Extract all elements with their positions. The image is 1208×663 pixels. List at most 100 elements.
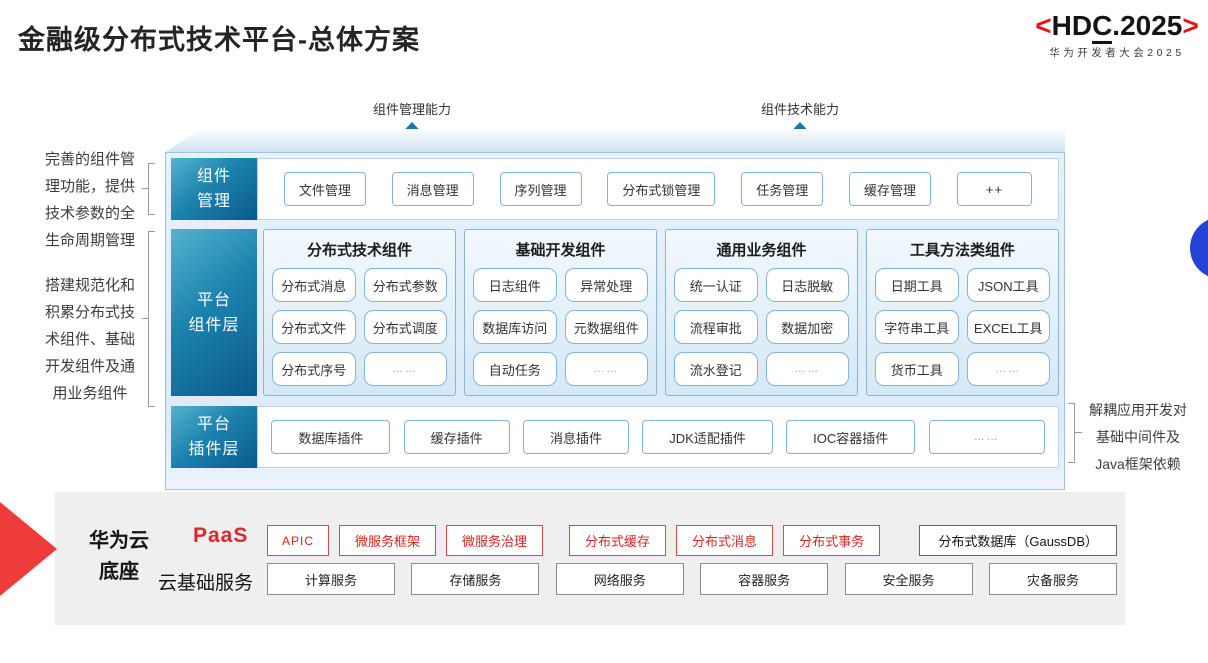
layer-label-line: 平台 <box>196 416 231 433</box>
panel-grid: 日期工具 JSON工具 字符串工具 EXCEL工具 货币工具 …… <box>867 266 1058 395</box>
layer-platform-components: 平台 组件层 分布式技术组件 分布式消息 分布式参数 分布式文件 分布式调度 分… <box>171 229 1059 396</box>
chip-message-management: 消息管理 <box>391 172 474 206</box>
platform-roof-band <box>165 129 1065 152</box>
chip-database-plugin: 数据库插件 <box>271 420 391 454</box>
bracket-right-platform-plugins <box>1068 403 1075 463</box>
iaas-chip-container-service: 容器服务 <box>700 563 829 595</box>
iaas-chip-security-service: 安全服务 <box>844 563 973 595</box>
iaas-chip-storage-service: 存储服务 <box>411 563 540 595</box>
panel-item: 分布式参数 <box>363 268 447 302</box>
panel-item: 数据加密 <box>765 310 849 344</box>
panel-item: 分布式文件 <box>272 310 356 344</box>
foundation-label-line: 底座 <box>99 561 139 583</box>
capability-arrow-right-label: 组件技术能力 <box>760 102 839 117</box>
layer-label-line: 插件层 <box>188 441 240 458</box>
panel-item: 分布式消息 <box>272 268 356 302</box>
chip-plus-plus: ++ <box>956 172 1033 206</box>
layer-label-line: 组件层 <box>188 316 240 334</box>
logo-year: .2025 <box>1112 10 1183 41</box>
chip-file-management: 文件管理 <box>283 172 366 206</box>
capability-arrow-left-label: 组件管理能力 <box>372 102 451 117</box>
iaas-chip-network-service: 网络服务 <box>555 563 684 595</box>
layer-component-management: 组件 管理 文件管理 消息管理 序列管理 分布式锁管理 任务管理 缓存管理 ++ <box>171 158 1059 220</box>
panel-grid: 日志组件 异常处理 数据库访问 元数据组件 自动任务 …… <box>465 266 656 395</box>
note-platform-plugins: 解耦应用开发对基础中间件及Java框架依赖 <box>1089 402 1187 472</box>
panel-common-business-components: 通用业务组件 统一认证 日志脱敏 流程审批 数据加密 流水登记 …… <box>665 229 858 396</box>
hdc-logo-text: <HDC.2025> <box>1026 10 1208 44</box>
paas-chip-apic: APIC <box>267 525 329 556</box>
paas-services-row: APIC 微服务框架 微服务治理 分布式缓存 分布式消息 分布式事务 分布式数据… <box>267 525 1117 556</box>
panel-title: 分布式技术组件 <box>306 242 412 259</box>
paas-chip-microservice-governance: 微服务治理 <box>446 525 544 556</box>
layer-content-platform-components: 分布式技术组件 分布式消息 分布式参数 分布式文件 分布式调度 分布式序号 ……… <box>263 229 1059 396</box>
layer-content-component-management: 文件管理 消息管理 序列管理 分布式锁管理 任务管理 缓存管理 ++ <box>257 158 1059 220</box>
panel-tool-method-components: 工具方法类组件 日期工具 JSON工具 字符串工具 EXCEL工具 货币工具 …… <box>866 229 1059 396</box>
bracket-tick <box>142 318 149 319</box>
paas-chip-distributed-database-gaussdb: 分布式数据库（GaussDB） <box>919 525 1117 556</box>
panel-item: 统一认证 <box>674 268 758 302</box>
panel-item: 自动任务 <box>473 352 557 386</box>
panel-title: 通用业务组件 <box>716 242 807 259</box>
panel-item-ellipsis: …… <box>765 352 849 386</box>
panel-item: EXCEL工具 <box>966 310 1050 344</box>
panel-item: 货币工具 <box>875 352 959 386</box>
layer-label-component-management: 组件 管理 <box>171 158 257 220</box>
platform-stack: 组件 管理 文件管理 消息管理 序列管理 分布式锁管理 任务管理 缓存管理 ++… <box>165 152 1065 490</box>
paas-chip-distributed-cache: 分布式缓存 <box>569 525 667 556</box>
chip-jdk-adapter-plugin: JDK适配插件 <box>642 420 773 454</box>
panel-item: 元数据组件 <box>564 310 648 344</box>
panel-grid: 统一认证 日志脱敏 流程审批 数据加密 流水登记 …… <box>666 266 857 395</box>
panel-item: 日期工具 <box>875 268 959 302</box>
note-platform-components: 搭建规范化和积累分布式技术组件、基础开发组件及通用业务组件 <box>44 277 135 402</box>
iaas-chip-compute-service: 计算服务 <box>267 563 395 595</box>
panel-item: 日志组件 <box>473 268 557 302</box>
logo-left-bracket: < <box>1035 10 1052 41</box>
layer-label-line: 平台 <box>196 291 231 309</box>
panel-item: 流程审批 <box>674 310 758 344</box>
huawei-cloud-foundation: 华为云 底座 PaaS APIC 微服务框架 微服务治理 分布式缓存 分布式消息… <box>55 492 1125 625</box>
bracket-left-platform-components <box>148 231 155 407</box>
chip-plugin-ellipsis: …… <box>928 420 1045 454</box>
panel-item-ellipsis: …… <box>363 352 447 386</box>
panel-item: 流水登记 <box>674 352 758 386</box>
panel-item: 分布式调度 <box>363 310 447 344</box>
panel-title: 工具方法类组件 <box>909 242 1015 259</box>
hdc-logo-subtitle: 华为开发者大会2025 <box>1049 47 1185 59</box>
note-component-management: 完善的组件管理功能，提供技术参数的全生命周期管理 <box>44 151 135 249</box>
layer-label-platform-plugins: 平台 插件层 <box>171 406 257 468</box>
chip-message-plugin: 消息插件 <box>522 420 629 454</box>
paas-label: PaaS <box>193 524 249 547</box>
red-arrow-icon <box>0 502 57 596</box>
paas-chip-distributed-transaction: 分布式事务 <box>783 525 881 556</box>
foundation-label-line: 华为云 <box>89 530 149 552</box>
panel-title: 基础开发组件 <box>515 242 606 259</box>
bracket-tick <box>142 188 149 189</box>
chip-cache-plugin: 缓存插件 <box>403 420 510 454</box>
iaas-chip-disaster-recovery-service: 灾备服务 <box>988 563 1117 595</box>
paas-chip-microservice-framework: 微服务框架 <box>339 525 437 556</box>
foundation-label: 华为云 底座 <box>73 526 165 588</box>
chip-distributed-lock-management: 分布式锁管理 <box>607 172 716 206</box>
chip-cache-management: 缓存管理 <box>849 172 932 206</box>
panel-item: 字符串工具 <box>875 310 959 344</box>
panel-item: 数据库访问 <box>473 310 557 344</box>
logo-hd: HD <box>1051 10 1093 41</box>
layer-content-platform-plugins: 数据库插件 缓存插件 消息插件 JDK适配插件 IOC容器插件 …… <box>257 406 1059 468</box>
panel-item: 分布式序号 <box>272 352 356 386</box>
chip-sequence-management: 序列管理 <box>499 172 582 206</box>
logo-right-bracket: > <box>1182 10 1199 41</box>
chip-ioc-container-plugin: IOC容器插件 <box>786 420 916 454</box>
panel-item-ellipsis: …… <box>966 352 1050 386</box>
hdc-logo: <HDC.2025> 华为开发者大会2025 <box>1026 10 1208 60</box>
panel-item-ellipsis: …… <box>564 352 648 386</box>
chip-task-management: 任务管理 <box>741 172 824 206</box>
panel-item: 日志脱敏 <box>765 268 849 302</box>
bracket-left-component-management <box>148 163 155 215</box>
cloud-basic-services-label: 云基础服务 <box>158 573 254 594</box>
layer-label-line: 管理 <box>196 193 231 210</box>
panel-item: JSON工具 <box>966 268 1050 302</box>
page-title: 金融级分布式技术平台-总体方案 <box>18 25 420 55</box>
layer-label-line: 组件 <box>196 168 231 185</box>
paas-chip-distributed-message: 分布式消息 <box>676 525 774 556</box>
